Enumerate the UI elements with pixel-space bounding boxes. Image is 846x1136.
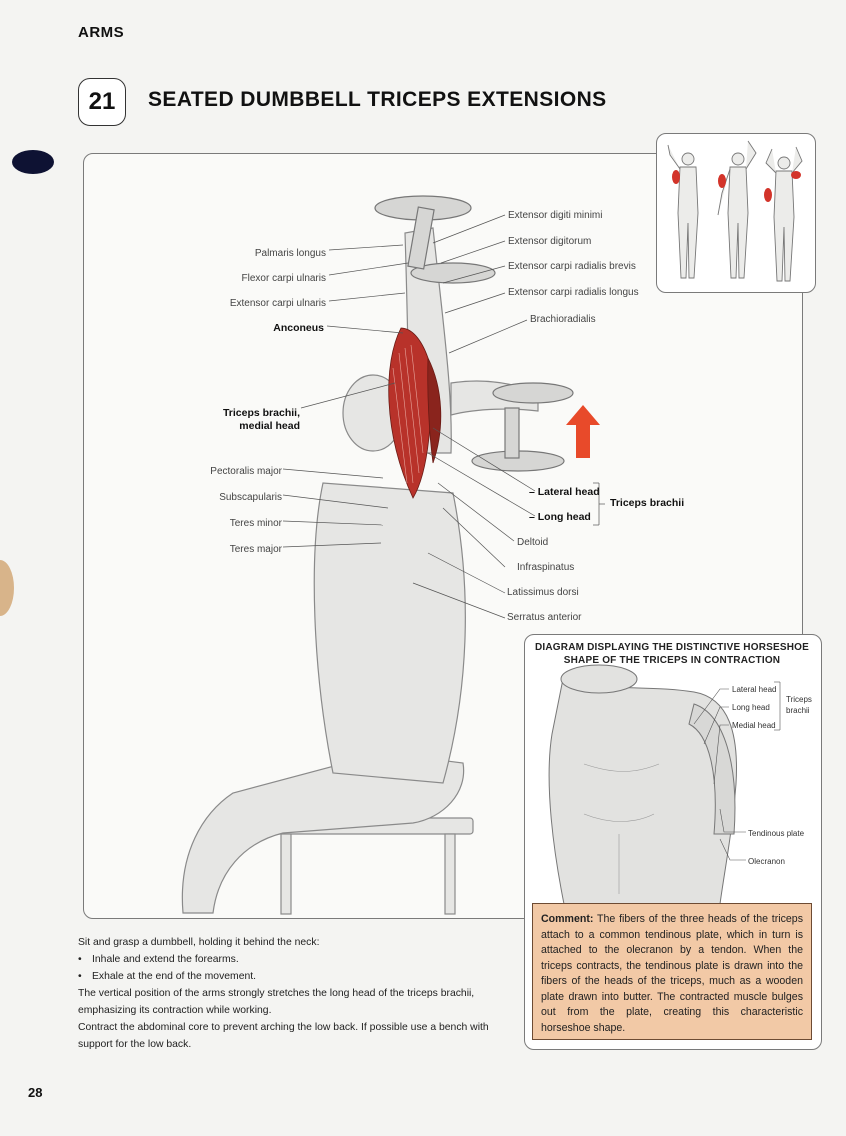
- inset-label-long-head: Long head: [732, 703, 770, 712]
- label-lateral-head: – Lateral head: [529, 486, 600, 498]
- exercise-title: SEATED DUMBBELL TRICEPS EXTENSIONS: [148, 88, 607, 111]
- label-flexor-carpi-ulnaris: Flexor carpi ulnaris: [241, 273, 326, 284]
- exercise-number-text: 21: [88, 88, 116, 115]
- binder-hole: [12, 150, 54, 174]
- instructions-para-1: The vertical position of the arms strong…: [78, 988, 475, 1016]
- page-number: 28: [28, 1085, 43, 1100]
- comment-box: Comment: The fibers of the three heads o…: [532, 903, 812, 1040]
- label-extensor-carpi-radialis-longus: Extensor carpi radialis longus: [508, 287, 639, 298]
- up-arrow-icon: [566, 405, 600, 458]
- label-extensor-carpi-radialis-brevis: Extensor carpi radialis brevis: [508, 261, 636, 272]
- instructions: Sit and grasp a dumbbell, holding it beh…: [78, 934, 518, 1053]
- label-serratus-anterior: Serratus anterior: [507, 612, 582, 623]
- label-palmaris-longus: Palmaris longus: [254, 248, 326, 259]
- main-illustration: [181, 195, 605, 915]
- label-brachioradialis: Brachioradialis: [530, 314, 596, 325]
- inset-label-triceps-1: Triceps: [786, 695, 812, 704]
- label-anconeus: Anconeus: [273, 322, 324, 334]
- instructions-intro: Sit and grasp a dumbbell, holding it beh…: [78, 937, 320, 948]
- label-teres-major: Teres major: [229, 544, 282, 555]
- reader-thumb: [0, 560, 14, 616]
- label-subscapularis: Subscapularis: [219, 492, 282, 503]
- label-extensor-carpi-ulnaris: Extensor carpi ulnaris: [229, 298, 326, 309]
- muscle-map-figures: [667, 140, 803, 282]
- inset-label-olecranon: Olecranon: [748, 857, 785, 866]
- instructions-bullets: Inhale and extend the forearms. Exhale a…: [78, 951, 518, 985]
- instruction-bullet: Inhale and extend the forearms.: [78, 951, 518, 968]
- label-extensor-digitorum: Extensor digitorum: [508, 236, 592, 247]
- label-triceps-medial-2: medial head: [239, 420, 300, 432]
- label-deltoid: Deltoid: [517, 537, 549, 548]
- label-infraspinatus: Infraspinatus: [517, 562, 575, 573]
- instruction-bullet: Exhale at the end of the movement.: [78, 968, 518, 985]
- section-label: ARMS: [78, 24, 125, 41]
- label-latissimus-dorsi: Latissimus dorsi: [507, 587, 579, 598]
- label-long-head: – Long head: [529, 511, 591, 523]
- label-triceps-brachii: Triceps brachii: [610, 497, 685, 509]
- inset-label-medial-head: Medial head: [732, 721, 776, 730]
- inset-label-tendinous-plate: Tendinous plate: [748, 829, 805, 838]
- comment-text: The fibers of the three heads of the tri…: [541, 913, 803, 1034]
- label-teres-minor: Teres minor: [229, 518, 282, 529]
- comment-label: Comment:: [541, 913, 594, 925]
- instructions-para-2: Contract the abdominal core to prevent a…: [78, 1022, 489, 1050]
- horseshoe-diagram-title: DIAGRAM DISPLAYING THE DISTINCTIVE HORSE…: [534, 642, 809, 666]
- horseshoe-diagram-illustration: [548, 664, 781, 904]
- inset-label-lateral-head: Lateral head: [732, 685, 777, 694]
- label-pectoralis-major: Pectoralis major: [210, 466, 282, 477]
- exercise-number: 21: [78, 78, 126, 126]
- inset-label-triceps-2: brachii: [786, 706, 810, 715]
- label-triceps-medial-1: Triceps brachii,: [222, 407, 300, 419]
- label-extensor-digiti-minimi: Extensor digiti minimi: [508, 210, 603, 221]
